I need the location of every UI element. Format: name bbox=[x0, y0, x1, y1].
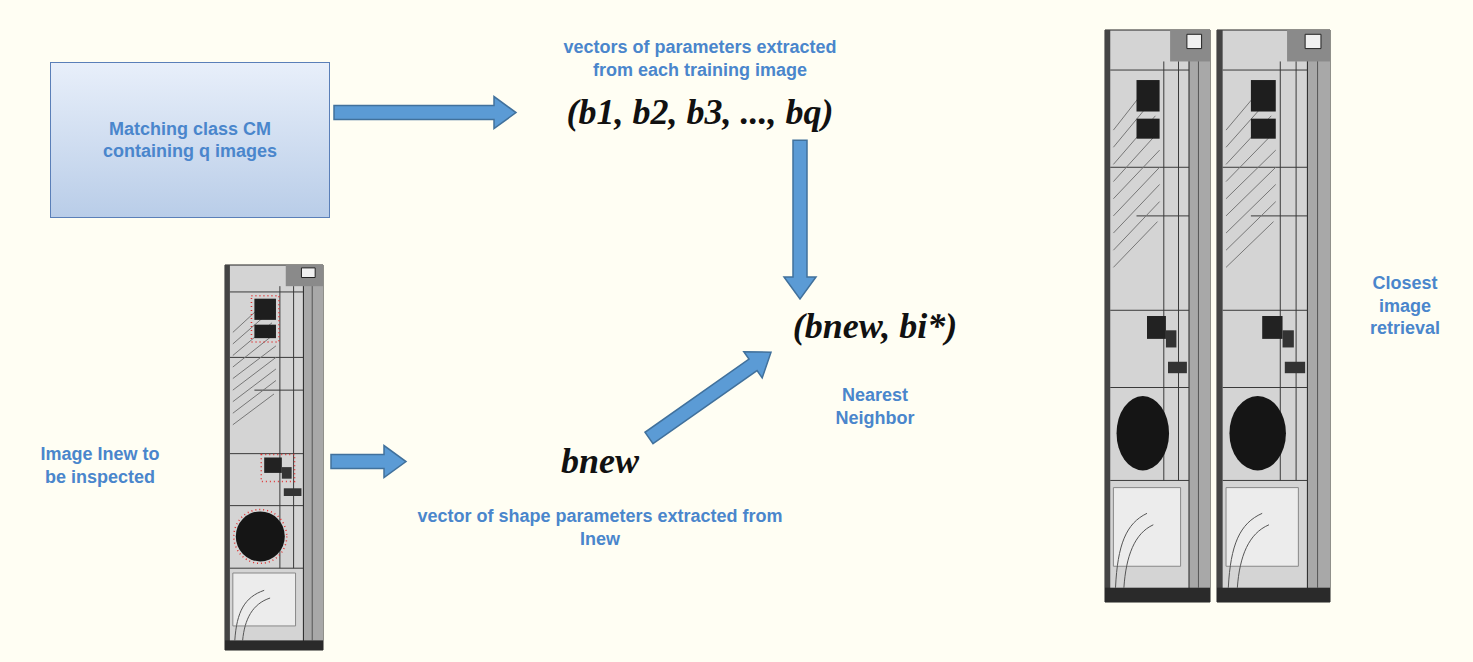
side-label: Closest image retrieval bbox=[1350, 272, 1460, 340]
node-label: Nearest Neighbor bbox=[825, 384, 925, 429]
node-label: Matching class CM containing q images bbox=[65, 118, 315, 163]
block-arrow bbox=[645, 352, 771, 444]
node-label: vector of shape parameters extracted fro… bbox=[410, 505, 790, 550]
block-arrow bbox=[334, 97, 516, 129]
node-label: Image Inew to be inspected bbox=[35, 443, 165, 488]
block-arrow bbox=[784, 140, 816, 299]
new-vector: bnew vector of shape parameters extracted… bbox=[410, 440, 790, 550]
nearest-pair: (bnew, bi*) Nearest Neighbor bbox=[775, 305, 975, 429]
retrieved-xray bbox=[1217, 30, 1330, 602]
class-box: Matching class CM containing q images bbox=[50, 62, 330, 218]
vector-formula: (bnew, bi*) bbox=[793, 305, 958, 348]
inspected-xray bbox=[225, 265, 323, 650]
block-arrow bbox=[331, 446, 406, 478]
inspected-image: Image Inew to be inspected bbox=[225, 265, 323, 650]
vector-formula: (b1, b2, b3, ..., bq) bbox=[567, 91, 834, 134]
parameter-set: vectors of parameters extracted from eac… bbox=[520, 36, 880, 134]
shape-markers bbox=[234, 296, 295, 564]
retrieved-xray bbox=[1105, 30, 1210, 602]
vector-formula: bnew bbox=[561, 440, 639, 483]
node-label: vectors of parameters extracted from eac… bbox=[545, 36, 855, 81]
